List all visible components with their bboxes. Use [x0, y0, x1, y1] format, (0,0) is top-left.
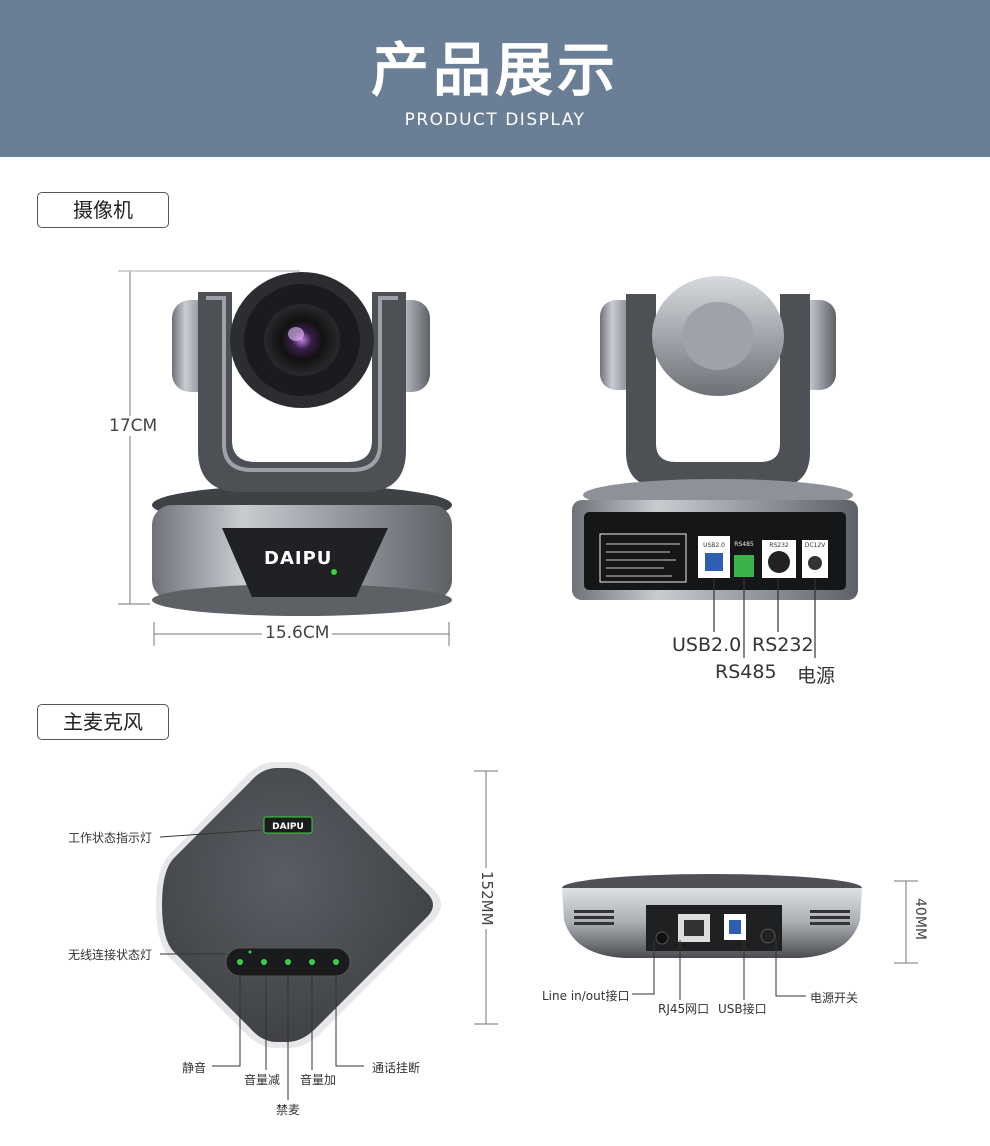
label-status-light: 工作状态指示灯: [68, 831, 153, 845]
label-mute: 静音: [182, 1061, 207, 1075]
label-rj45: RJ45网口: [658, 1002, 710, 1016]
mic-brand-logo: DAIPU: [272, 822, 304, 832]
panel-power-mark: ⏻: [765, 950, 771, 958]
label-wireless-light: 无线连接状态灯: [68, 948, 153, 962]
panel-dc-text: DC12V: [805, 542, 826, 549]
microphone-top-image: DAIPU: [156, 762, 498, 1100]
panel-io-mark: I / O: [656, 951, 669, 958]
section-tag-camera: 摄像机: [37, 192, 169, 228]
panel-rs485-text: RS485: [734, 541, 754, 548]
page-subtitle: PRODUCT DISPLAY: [404, 110, 586, 130]
camera-back-image: USB2.0 RS485 RS232 DC12V: [572, 276, 858, 658]
port-label-rs232: RS232: [752, 634, 814, 656]
page-title: 产品展示: [370, 36, 619, 104]
port-label-rs485: RS485: [715, 661, 777, 683]
header-banner: 产品展示 PRODUCT DISPLAY: [0, 0, 990, 157]
panel-usb-mark: USB: [729, 951, 741, 958]
panel-ext-mark: EXT: [688, 951, 700, 958]
label-mic-mute: 禁麦: [276, 1103, 301, 1117]
mic-diameter-label: 152MM: [478, 868, 496, 929]
camera-brand-logo: DAIPU: [264, 548, 333, 569]
port-label-usb: USB2.0: [672, 634, 742, 656]
label-usb-port: USB接口: [718, 1002, 767, 1016]
microphone-back-image: I / O EXT USB ⏻: [562, 874, 918, 1000]
label-power-switch: 电源开关: [810, 991, 859, 1005]
label-line-in-out: Line in/out接口: [542, 989, 630, 1003]
section-tag-microphone: 主麦克风: [37, 704, 169, 740]
label-hangup: 通话挂断: [372, 1061, 421, 1075]
label-volume-up: 音量加: [300, 1073, 337, 1087]
camera-front-image: [118, 270, 452, 646]
panel-usb-text: USB2.0: [703, 542, 725, 549]
panel-rs232-text: RS232: [769, 542, 789, 549]
camera-height-label: 17CM: [106, 416, 161, 436]
label-volume-down: 音量减: [244, 1073, 281, 1087]
port-label-power: 电源: [797, 665, 836, 687]
mic-height-label: 40MM: [912, 898, 928, 940]
camera-width-label: 15.6CM: [262, 623, 333, 643]
